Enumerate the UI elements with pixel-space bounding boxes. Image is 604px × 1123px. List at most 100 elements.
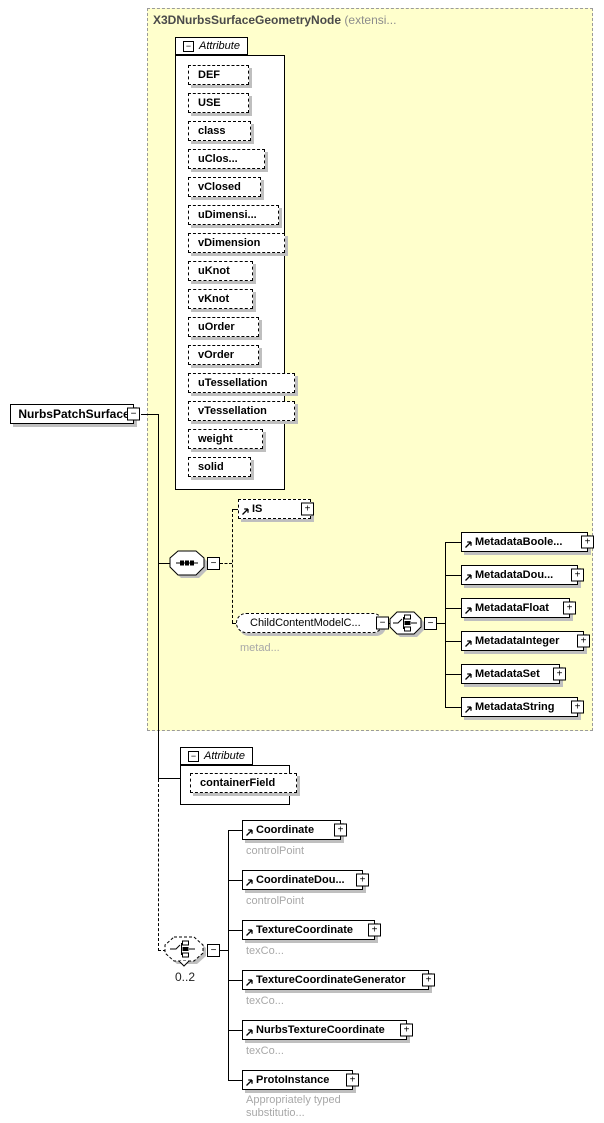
attribute-label: uKnot (198, 265, 230, 277)
attribute-item-uknot[interactable]: uKnot (188, 261, 253, 281)
connector-line (232, 509, 233, 623)
attribute-group-header: − Attribute (180, 747, 253, 765)
reference-arrow-icon (465, 706, 472, 713)
element-annotation: controlPoint (246, 895, 305, 907)
element-nurbspatchsurface[interactable]: NurbsPatchSurface − (10, 404, 140, 424)
connector-line (437, 623, 445, 624)
attribute-label: vClosed (198, 181, 241, 193)
collapse-button[interactable]: − (127, 407, 140, 421)
element-metadatafloat[interactable]: MetadataFloat + (461, 598, 576, 618)
attribute-item-uorder[interactable]: uOrder (188, 317, 259, 337)
element-label: NurbsTextureCoordinate (256, 1024, 385, 1036)
attribute-item-vdimension[interactable]: vDimension (188, 233, 285, 253)
element-annotation: texCo... (246, 995, 284, 1007)
element-coordinatedouble[interactable]: CoordinateDou... + (242, 870, 369, 890)
element-nurbstexturecoordinate[interactable]: NurbsTextureCoordinate + (242, 1020, 413, 1040)
attribute-item-uclosed[interactable]: uClos... (188, 149, 265, 169)
expand-button[interactable]: + (400, 1023, 413, 1037)
connector-line (141, 414, 158, 415)
expand-button[interactable]: + (334, 823, 347, 837)
element-metadatastring[interactable]: MetadataString + (461, 697, 584, 717)
choice-collapse-button[interactable]: − (424, 617, 437, 630)
expand-button[interactable]: + (563, 601, 576, 615)
attribute-label: uDimensi... (198, 209, 257, 221)
attribute-item-udimension[interactable]: uDimensi... (188, 205, 279, 225)
connector-line (158, 779, 159, 951)
element-protoinstance[interactable]: ProtoInstance + (242, 1070, 359, 1090)
reference-arrow-icon (246, 829, 253, 836)
choice-indicator (389, 611, 424, 637)
collapse-icon[interactable]: − (188, 750, 199, 762)
reference-arrow-icon (242, 508, 249, 515)
connector-line (158, 563, 170, 564)
attribute-item-class[interactable]: class (188, 121, 251, 141)
element-texturecoordinate[interactable]: TextureCoordinate + (242, 920, 381, 940)
attribute-item-vorder[interactable]: vOrder (188, 345, 259, 365)
element-metadatadouble[interactable]: MetadataDou... + (461, 565, 584, 585)
element-childcontentmodel[interactable]: ChildContentModelC... − (236, 613, 389, 633)
expand-button[interactable]: + (368, 923, 381, 937)
element-label: TextureCoordinate (256, 924, 353, 936)
connector-line (445, 674, 461, 675)
connector-line (220, 950, 228, 951)
element-coordinate[interactable]: Coordinate + (242, 820, 347, 840)
element-label: MetadataDou... (475, 569, 554, 581)
connector-line (228, 930, 242, 931)
connector-line (228, 880, 242, 881)
expand-button[interactable]: + (553, 667, 566, 681)
element-metadataboolean[interactable]: MetadataBoole... + (461, 532, 594, 552)
connector-line (158, 778, 180, 779)
collapse-icon[interactable]: − (183, 40, 194, 52)
element-label: ProtoInstance (256, 1074, 330, 1086)
connector-line (228, 830, 229, 1081)
expand-button[interactable]: + (356, 873, 369, 887)
element-annotation: texCo... (246, 1045, 284, 1057)
reference-arrow-icon (246, 879, 253, 886)
element-label: MetadataBoole... (475, 536, 563, 548)
attribute-item-utessellation[interactable]: uTessellation (188, 373, 295, 393)
attribute-item-use[interactable]: USE (188, 93, 249, 113)
expand-button[interactable]: + (577, 634, 590, 648)
connector-line (158, 414, 159, 779)
connector-line (445, 542, 461, 543)
expand-button[interactable]: + (301, 502, 314, 516)
element-metadatainteger[interactable]: MetadataInteger + (461, 631, 590, 651)
element-label: CoordinateDou... (256, 874, 345, 886)
connector-line (158, 950, 166, 951)
reference-arrow-icon (246, 1029, 253, 1036)
attribute-label: USE (198, 97, 221, 109)
expand-button[interactable]: + (346, 1073, 359, 1087)
expand-button[interactable]: + (581, 535, 594, 549)
attribute-item-weight[interactable]: weight (188, 429, 263, 449)
element-texturecoordinategenerator[interactable]: TextureCoordinateGenerator + (242, 970, 435, 990)
connector-line (445, 542, 446, 708)
element-is[interactable]: IS + (238, 499, 314, 519)
occurrence-collapse-button[interactable]: − (207, 944, 220, 957)
attribute-item-solid[interactable]: solid (188, 457, 251, 477)
reference-arrow-icon (465, 541, 472, 548)
expand-button[interactable]: + (422, 973, 435, 987)
attribute-item-vknot[interactable]: vKnot (188, 289, 253, 309)
collapse-button[interactable]: − (376, 616, 389, 630)
expand-button[interactable]: + (571, 700, 584, 714)
attribute-label: class (198, 125, 226, 137)
reference-arrow-icon (246, 1079, 253, 1086)
element-label: ChildContentModelC... (250, 617, 361, 629)
reference-arrow-icon (465, 640, 472, 647)
element-label: MetadataSet (475, 668, 540, 680)
element-label: MetadataFloat (475, 602, 549, 614)
reference-arrow-icon (465, 574, 472, 581)
expand-button[interactable]: + (571, 568, 584, 582)
connector-line (228, 1080, 242, 1081)
attribute-item-containerfield[interactable]: containerField (190, 773, 297, 793)
attribute-item-vclosed[interactable]: vClosed (188, 177, 261, 197)
attribute-label: uOrder (198, 321, 235, 333)
sequence-collapse-button[interactable]: − (207, 557, 220, 570)
element-label: Coordinate (256, 824, 315, 836)
attribute-label: containerField (200, 777, 276, 789)
attribute-item-def[interactable]: DEF (188, 65, 249, 85)
attribute-label: vTessellation (198, 405, 267, 417)
attribute-item-vtessellation[interactable]: vTessellation (188, 401, 295, 421)
element-metadataset[interactable]: MetadataSet + (461, 664, 566, 684)
attribute-label: vOrder (198, 349, 235, 361)
